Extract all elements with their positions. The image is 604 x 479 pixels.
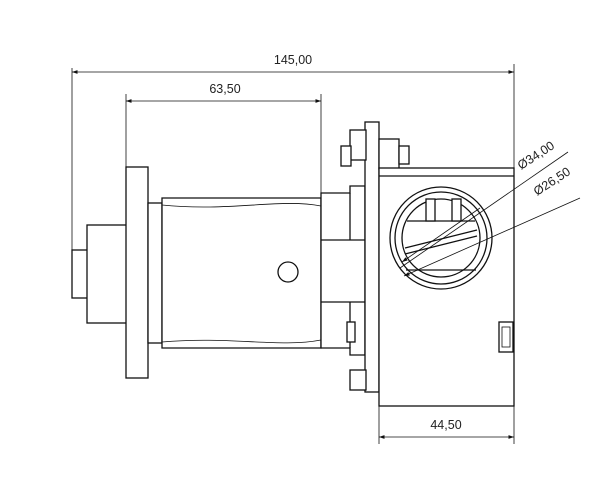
dimension-shaft-to-flange: 63,50: [125, 82, 322, 193]
dim-inner-diameter: Ø26,50: [531, 164, 573, 198]
port-inner: [394, 191, 488, 285]
pump-body: [71, 121, 515, 407]
connector: [498, 321, 514, 353]
flange-step: [147, 202, 163, 344]
dim-outer-diameter: Ø34,00: [515, 138, 557, 172]
dim-shaft-to-flange: 63,50: [209, 82, 240, 96]
dim-overall-length: 145,00: [274, 53, 312, 67]
dimension-overall: 145,00: [71, 53, 515, 250]
motor-cylinder: [161, 197, 322, 349]
collar: [320, 185, 366, 356]
bolt-hole: [277, 261, 299, 283]
shaft-stub: [71, 249, 89, 299]
dim-housing-width: 44,50: [430, 418, 461, 432]
dimension-housing-width: 44,50: [378, 406, 515, 444]
port-outer: [389, 186, 493, 290]
shaft-hub: [86, 224, 128, 324]
mounting-flange: [125, 166, 149, 379]
mounting-plate: [364, 121, 380, 393]
pump-housing: [378, 167, 515, 407]
